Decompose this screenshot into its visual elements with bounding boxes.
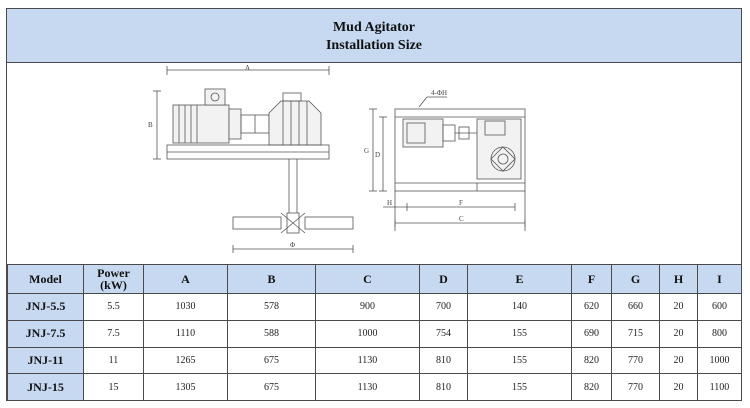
table-cell: 1130: [315, 373, 420, 401]
dimension-label-b: B: [148, 121, 153, 129]
table-cell: 1110: [143, 319, 228, 348]
table-cell: 140: [467, 293, 572, 321]
table-cell: 675: [227, 346, 316, 375]
dimension-label-c: C: [459, 215, 464, 223]
dimension-label-phi: Φ: [290, 241, 295, 249]
table-cell: 155: [467, 319, 572, 348]
table-cell: 20: [659, 346, 698, 375]
table-row: JNJ-15 15 1305 675 1130 810 155 820 770 …: [7, 373, 742, 401]
table-cell: 800: [697, 319, 742, 348]
table-cell: 20: [659, 293, 698, 321]
table-cell: 900: [315, 293, 420, 321]
table-cell: 15: [83, 373, 144, 401]
dimension-label-h: H: [387, 199, 392, 207]
table-cell: 155: [467, 346, 572, 375]
table-cell: 820: [571, 346, 612, 375]
table-cell: 1305: [143, 373, 228, 401]
table-cell: 1130: [315, 346, 420, 375]
dimension-label-f: F: [459, 199, 463, 207]
column-header-b: B: [227, 264, 316, 294]
table-cell: 588: [227, 319, 316, 348]
dimension-label-g: G: [364, 147, 369, 155]
table-row: JNJ-7.5 7.5 1110 588 1000 754 155 690 71…: [7, 319, 742, 348]
table-cell: 770: [611, 373, 660, 401]
installation-drawing: A B Φ 4-ΦH G D H F C: [148, 64, 526, 253]
page-subtitle: Installation Size: [325, 38, 423, 53]
table-cell: 20: [659, 373, 698, 401]
table-cell: 1030: [143, 293, 228, 321]
spec-table: Model Power (kW) A B C D E F G H I JNJ-5…: [7, 264, 742, 401]
table-cell: 11: [83, 346, 144, 375]
column-header-power: Power (kW): [83, 264, 144, 294]
table-row: JNJ-5.5 5.5 1030 578 900 700 140 620 660…: [7, 293, 742, 321]
title-bar: Mud Agitator Installation Size: [7, 9, 741, 63]
table-header-row: Model Power (kW) A B C D E F G H I: [7, 264, 742, 294]
table-cell: 20: [659, 319, 698, 348]
table-cell: 155: [467, 373, 572, 401]
column-header-d: D: [419, 264, 468, 294]
table-cell: 810: [419, 373, 468, 401]
table-cell: 675: [227, 373, 316, 401]
column-header-g: G: [611, 264, 660, 294]
model-cell: JNJ-5.5: [7, 293, 84, 321]
table-cell: 700: [419, 293, 468, 321]
model-cell: JNJ-11: [7, 346, 84, 375]
table-cell: 578: [227, 293, 316, 321]
table-cell: 600: [697, 293, 742, 321]
table-cell: 810: [419, 346, 468, 375]
table-cell: 7.5: [83, 319, 144, 348]
table-cell: 1100: [697, 373, 742, 401]
table-cell: 754: [419, 319, 468, 348]
spec-frame: Mud Agitator Installation Size: [6, 8, 742, 401]
model-cell: JNJ-7.5: [7, 319, 84, 348]
column-header-h: H: [659, 264, 698, 294]
model-cell: JNJ-15: [7, 373, 84, 401]
table-cell: 660: [611, 293, 660, 321]
table-cell: 690: [571, 319, 612, 348]
column-header-c: C: [315, 264, 420, 294]
column-header-model: Model: [7, 264, 84, 294]
table-cell: 620: [571, 293, 612, 321]
table-cell: 5.5: [83, 293, 144, 321]
table-cell: 1000: [697, 346, 742, 375]
table-cell: 1265: [143, 346, 228, 375]
dimension-label-holes: 4-ΦH: [431, 89, 447, 97]
table-cell: 715: [611, 319, 660, 348]
table-cell: 820: [571, 373, 612, 401]
table-row: JNJ-11 11 1265 675 1130 810 155 820 770 …: [7, 346, 742, 375]
table-cell: 770: [611, 346, 660, 375]
column-header-f: F: [571, 264, 612, 294]
column-header-e: E: [467, 264, 572, 294]
column-header-i: I: [697, 264, 742, 294]
page-title: Mud Agitator: [332, 20, 416, 35]
table-cell: 1000: [315, 319, 420, 348]
dimension-label-a: A: [245, 64, 250, 72]
dimension-label-d: D: [375, 151, 380, 159]
column-header-a: A: [143, 264, 228, 294]
